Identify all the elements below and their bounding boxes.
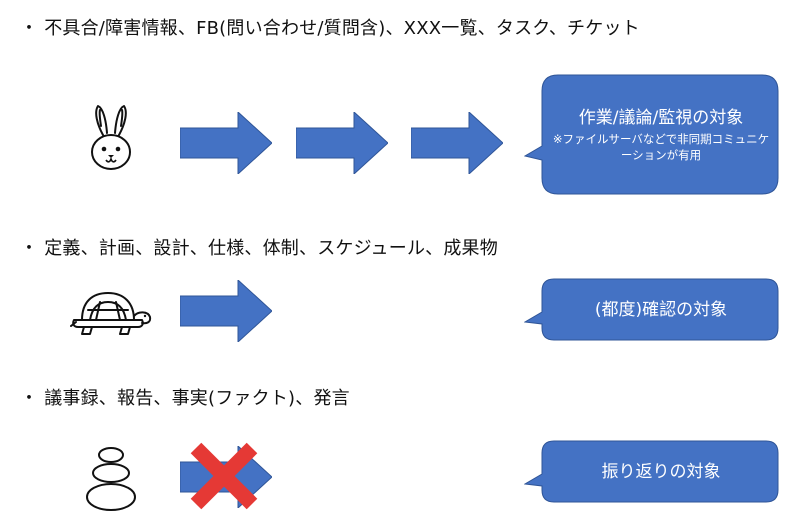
callout-title: (都度)確認の対象	[594, 300, 728, 320]
callout-box: (都度)確認の対象	[524, 278, 780, 342]
row-2-label: 定義、計画、設計、仕様、体制、スケジュール、成果物	[44, 238, 498, 259]
arrow-right	[180, 280, 272, 342]
arrow-right	[296, 112, 388, 174]
row-1-text: ・不具合/障害情報、FB(問い合わせ/質問含)、XXX一覧、タスク、チケット	[20, 14, 640, 40]
callout-shape	[524, 440, 779, 503]
row-3-text: ・議事録、報告、事実(ファクト)、発言	[20, 384, 350, 410]
callout-title: 振り返りの対象	[601, 462, 721, 482]
callout-shape	[524, 74, 779, 195]
callout-note: ※ファイルサーバなどで非同期コミュニケーションが有用	[552, 132, 770, 162]
arrow-right	[180, 112, 272, 174]
row-1-label: 不具合/障害情報、FB(問い合わせ/質問含)、XXX一覧、タスク、チケット	[44, 18, 640, 39]
stacked-stones-icon	[86, 447, 136, 511]
rabbit-icon	[91, 105, 131, 170]
bullet: ・	[20, 388, 39, 409]
callout-box: 振り返りの対象	[524, 440, 780, 504]
row-3-label: 議事録、報告、事実(ファクト)、発言	[44, 388, 350, 409]
callout-shape	[524, 278, 779, 341]
row-2-text: ・定義、計画、設計、仕様、体制、スケジュール、成果物	[20, 234, 498, 260]
bullet: ・	[20, 238, 39, 259]
turtle-icon	[70, 292, 152, 335]
callout-title: 作業/議論/監視の対象	[578, 108, 744, 128]
cross-mark-icon	[190, 442, 258, 510]
callout-box: 作業/議論/監視の対象 ※ファイルサーバなどで非同期コミュニケーションが有用	[524, 74, 780, 199]
bullet: ・	[20, 18, 39, 39]
arrow-right	[411, 112, 503, 174]
